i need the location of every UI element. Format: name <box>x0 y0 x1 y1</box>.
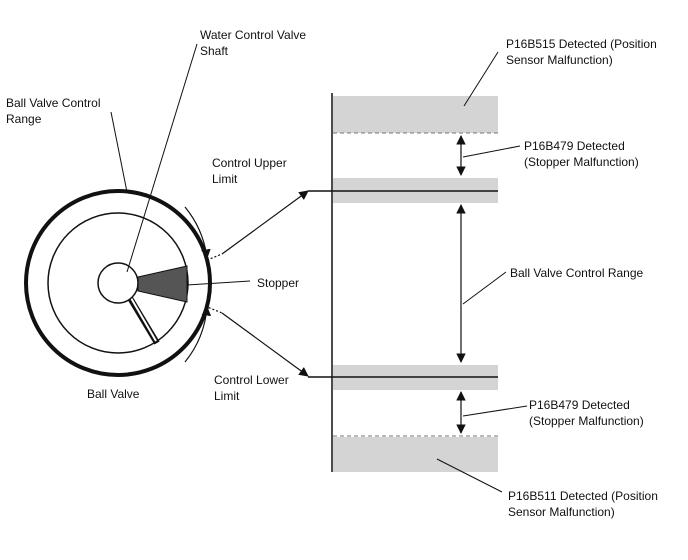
ball-valve-figure <box>24 43 309 377</box>
range-leader <box>110 111 128 193</box>
shaft-hub <box>97 262 139 304</box>
upper-limit-arrow <box>221 190 309 255</box>
upper-dotted <box>206 253 223 261</box>
band-p16b511 <box>333 437 498 472</box>
inner-ring <box>47 212 189 354</box>
lower-dotted <box>204 305 223 314</box>
ball-valve-label: Ball Valve <box>87 387 140 401</box>
p16b479-lower-leader <box>462 405 528 417</box>
range-right-leader <box>462 271 507 305</box>
lower-limit-arrow <box>221 312 309 377</box>
p16b479-upper-label: P16B479 Detected(Stopper Malfunction) <box>524 139 639 169</box>
band-p16b515 <box>333 96 498 133</box>
stopper-wedge <box>137 265 188 303</box>
p16b511-leader <box>436 458 503 493</box>
range-chart <box>308 51 528 493</box>
p16b515-leader <box>463 51 499 107</box>
p16b479-upper-leader <box>462 145 521 158</box>
control-range-arc <box>184 206 211 259</box>
ball-valve-range-right-label: Ball Valve Control Range <box>510 266 644 280</box>
stopper-label: Stopper <box>257 276 300 290</box>
shaft-leader <box>126 43 198 273</box>
p16b479-lower-label: P16B479 Detected(Stopper Malfunction) <box>529 398 644 428</box>
outer-ring <box>24 189 212 377</box>
stopper-leader <box>186 280 251 286</box>
